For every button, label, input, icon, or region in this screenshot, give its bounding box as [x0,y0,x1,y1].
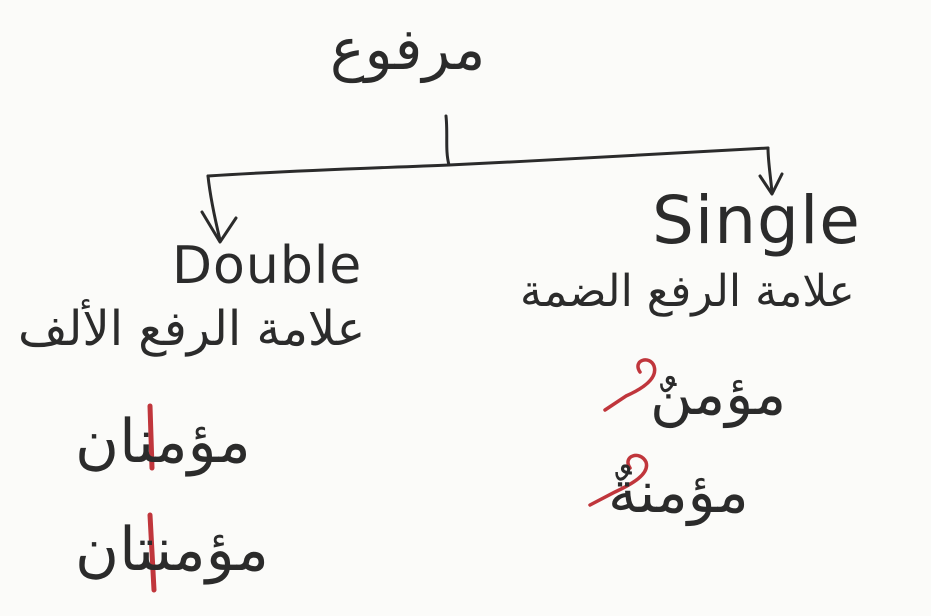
double-example-2: مؤمنتان [75,515,269,585]
double-branch-title: Double [172,236,363,296]
double-example-1: مؤمنان [75,407,251,477]
double-drop-line [206,174,222,242]
single-example-2: مؤمنةٌ [608,458,749,526]
double-branch-sign: علامة الرفع الألف [18,301,366,357]
single-arrowhead [758,172,784,196]
double-arrowhead [200,210,238,244]
damma-mark-1 [603,358,657,412]
split-line [206,146,770,178]
damma-mark-2 [588,453,649,507]
single-branch-sign: علامة الرفع الضمة [520,266,855,317]
root-stem [444,114,451,167]
root-label: مرفوع [330,15,486,83]
alif-mark-2 [147,512,157,593]
alif-mark-1 [147,403,155,471]
single-example-1: مؤمنٌ [650,360,787,428]
single-branch-title: Single [652,182,861,259]
single-drop-line [766,146,774,194]
